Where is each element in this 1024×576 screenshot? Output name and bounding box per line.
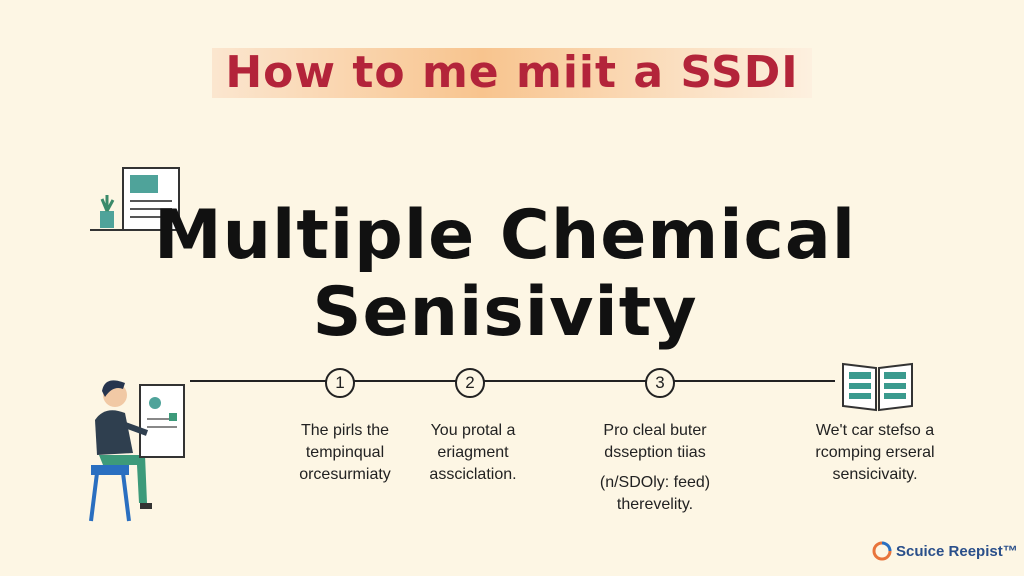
heading-line-2: Senisivity [312, 273, 698, 352]
heading-line-1: Multiple Chemical [153, 196, 857, 275]
brand-logo-icon [872, 541, 892, 561]
step-3-line: therevelity. [616, 496, 694, 513]
step-2-line: You protal a [430, 422, 516, 439]
step-2-line: assciclation. [429, 466, 517, 483]
step-4-line: rcomping erseral [815, 444, 935, 461]
step-1-line: The pirls the [300, 422, 390, 439]
step-3-marker: 3 [645, 368, 675, 398]
brand-name: Scuice Reepist™ [896, 542, 1018, 560]
step-4-line: sensicivaity. [832, 466, 918, 483]
step-3-text: Pro cleal buter dsseption tiias (n/SDOly… [575, 420, 735, 516]
step-3-line: (n/SDOly: feed) [599, 474, 711, 491]
timeline-line [190, 380, 835, 382]
step-2-line: eriagment [437, 444, 509, 461]
title-banner [212, 48, 812, 98]
step-4-line: We't car stefso a [815, 422, 935, 439]
step-1-line: orcesurmiaty [299, 466, 391, 483]
document-plant-icon [90, 167, 180, 231]
brand-logo: Scuice Reepist™ [872, 541, 1018, 561]
step-2-text: You protal a eriagment assciclation. [408, 420, 538, 486]
step-3-line: Pro cleal buter [603, 422, 707, 439]
step-1-text: The pirls the tempinqual orcesurmiaty [275, 420, 415, 486]
open-book-icon [842, 362, 913, 412]
banner-title: How to me miit a SSDI [225, 47, 799, 98]
step-1-line: tempinqual [305, 444, 385, 461]
step-2-marker: 2 [455, 368, 485, 398]
person-reading-illustration [89, 380, 185, 522]
step-3-line: dsseption tiias [604, 444, 706, 461]
step-4-text: We't car stefso a rcomping erseral sensi… [795, 420, 955, 486]
step-1-marker: 1 [325, 368, 355, 398]
